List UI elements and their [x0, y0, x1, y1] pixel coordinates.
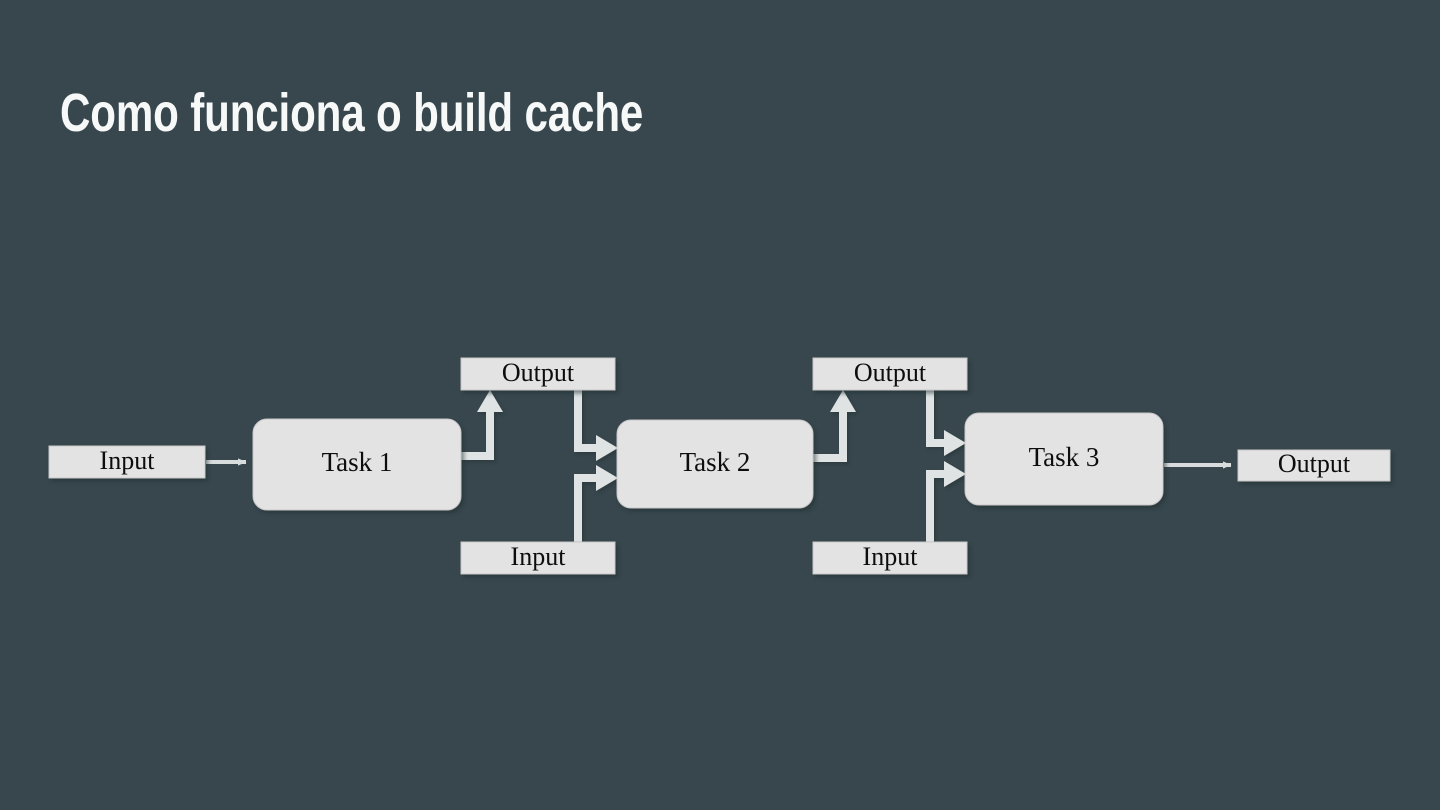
node-output-2-label: Output [854, 358, 927, 387]
node-task-2-label: Task 2 [680, 447, 751, 477]
node-input-1[interactable]: Input [48, 445, 206, 479]
connector-layer [455, 390, 966, 542]
node-output-1[interactable]: Output [460, 357, 616, 391]
node-task-2-box[interactable] [616, 419, 814, 509]
node-input-3-box[interactable] [812, 541, 968, 575]
node-input-2-label: Input [511, 542, 567, 571]
node-task-1-label: Task 1 [322, 447, 393, 477]
thin-connector-layer [206, 458, 1232, 469]
node-output-1-box[interactable] [460, 357, 616, 391]
node-input-1-label: Input [100, 446, 156, 475]
connector-task1-to-output1 [455, 390, 503, 460]
connector-output2-to-task3 [926, 390, 966, 456]
node-task-1-box[interactable] [252, 418, 462, 511]
node-task-1[interactable]: Task 1 [252, 418, 462, 511]
page-title: Como funciona o build cache [60, 83, 644, 143]
node-task-3-label: Task 3 [1029, 442, 1100, 472]
node-input-3[interactable]: Input [812, 541, 968, 575]
node-task-3[interactable]: Task 3 [964, 412, 1164, 506]
node-input-3-label: Input [863, 542, 919, 571]
node-output-2-box[interactable] [812, 357, 968, 391]
node-output-1-label: Output [502, 358, 575, 387]
node-input-2-box[interactable] [460, 541, 616, 575]
connector-input2-to-task2 [574, 465, 618, 542]
node-task-2[interactable]: Task 2 [616, 419, 814, 509]
node-output-2[interactable]: Output [812, 357, 968, 391]
node-output-3-label: Output [1278, 449, 1351, 478]
node-task-3-box[interactable] [964, 412, 1164, 506]
connector-task2-to-output2 [808, 390, 856, 462]
node-input-2[interactable]: Input [460, 541, 616, 575]
node-output-3-box[interactable] [1237, 449, 1391, 482]
connector-output1-to-task2 [574, 390, 618, 461]
node-output-3[interactable]: Output [1237, 449, 1391, 482]
connector-input3-to-task3 [926, 461, 966, 542]
node-input-1-box[interactable] [48, 445, 206, 479]
